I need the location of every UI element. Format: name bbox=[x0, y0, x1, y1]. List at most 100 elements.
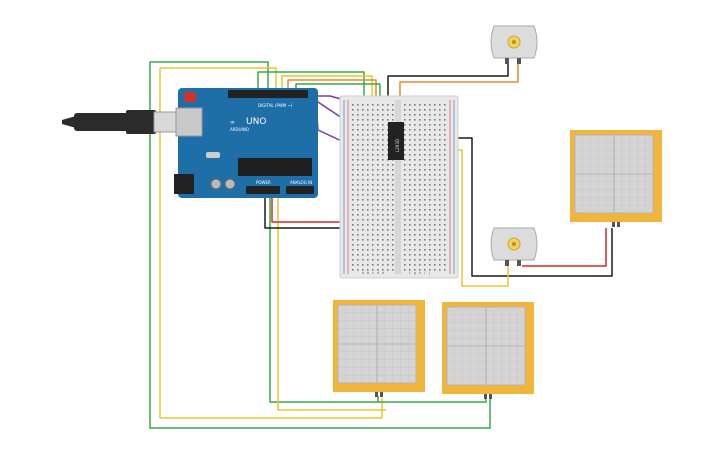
breadboard-hole[interactable] bbox=[444, 169, 446, 171]
breadboard-hole[interactable] bbox=[409, 254, 411, 256]
breadboard-hole[interactable] bbox=[414, 164, 416, 166]
breadboard-hole[interactable] bbox=[357, 254, 359, 256]
breadboard-hole[interactable] bbox=[404, 224, 406, 226]
breadboard-hole[interactable] bbox=[362, 164, 364, 166]
breadboard-hole[interactable] bbox=[357, 139, 359, 141]
breadboard-hole[interactable] bbox=[387, 114, 389, 116]
breadboard-hole[interactable] bbox=[409, 139, 411, 141]
breadboard-hole[interactable] bbox=[419, 234, 421, 236]
breadboard-hole[interactable] bbox=[392, 104, 394, 106]
breadboard-hole[interactable] bbox=[392, 219, 394, 221]
breadboard-hole[interactable] bbox=[352, 229, 354, 231]
breadboard-hole[interactable] bbox=[392, 189, 394, 191]
breadboard-hole[interactable] bbox=[444, 189, 446, 191]
breadboard-hole[interactable] bbox=[362, 194, 364, 196]
breadboard-hole[interactable] bbox=[387, 204, 389, 206]
breadboard-hole[interactable] bbox=[372, 209, 374, 211]
breadboard-hole[interactable] bbox=[419, 244, 421, 246]
breadboard-hole[interactable] bbox=[404, 134, 406, 136]
wire-red-right[interactable] bbox=[522, 228, 607, 267]
breadboard-hole[interactable] bbox=[424, 264, 426, 266]
breadboard-hole[interactable] bbox=[357, 269, 359, 271]
breadboard-hole[interactable] bbox=[424, 194, 426, 196]
breadboard-hole[interactable] bbox=[414, 239, 416, 241]
breadboard-hole[interactable] bbox=[357, 159, 359, 161]
breadboard-hole[interactable] bbox=[362, 144, 364, 146]
breadboard-hole[interactable] bbox=[367, 124, 369, 126]
breadboard-hole[interactable] bbox=[434, 179, 436, 181]
breadboard-hole[interactable] bbox=[419, 189, 421, 191]
breadboard-hole[interactable] bbox=[372, 269, 374, 271]
breadboard-hole[interactable] bbox=[352, 254, 354, 256]
breadboard-hole[interactable] bbox=[424, 159, 426, 161]
breadboard-hole[interactable] bbox=[372, 104, 374, 106]
breadboard-hole[interactable] bbox=[372, 229, 374, 231]
breadboard-hole[interactable] bbox=[429, 114, 431, 116]
breadboard-hole[interactable] bbox=[352, 249, 354, 251]
breadboard-hole[interactable] bbox=[382, 269, 384, 271]
breadboard-hole[interactable] bbox=[444, 244, 446, 246]
breadboard-hole[interactable] bbox=[404, 139, 406, 141]
breadboard-hole[interactable] bbox=[387, 214, 389, 216]
breadboard-hole[interactable] bbox=[352, 264, 354, 266]
breadboard-hole[interactable] bbox=[419, 214, 421, 216]
breadboard-hole[interactable] bbox=[362, 214, 364, 216]
breadboard-hole[interactable] bbox=[362, 254, 364, 256]
breadboard-hole[interactable] bbox=[419, 264, 421, 266]
breadboard-hole[interactable] bbox=[414, 269, 416, 271]
dc-motor-top[interactable] bbox=[490, 25, 538, 64]
breadboard-hole[interactable] bbox=[357, 214, 359, 216]
breadboard-hole[interactable] bbox=[419, 199, 421, 201]
breadboard-hole[interactable] bbox=[414, 119, 416, 121]
breadboard-hole[interactable] bbox=[404, 209, 406, 211]
breadboard-hole[interactable] bbox=[392, 109, 394, 111]
breadboard-hole[interactable] bbox=[382, 124, 384, 126]
breadboard-hole[interactable] bbox=[414, 114, 416, 116]
breadboard-hole[interactable] bbox=[367, 174, 369, 176]
breadboard-hole[interactable] bbox=[392, 164, 394, 166]
breadboard-hole[interactable] bbox=[352, 194, 354, 196]
sensor-terminal-1[interactable] bbox=[612, 222, 615, 227]
breadboard-hole[interactable] bbox=[414, 244, 416, 246]
breadboard-hole[interactable] bbox=[392, 209, 394, 211]
breadboard-hole[interactable] bbox=[434, 194, 436, 196]
breadboard-hole[interactable] bbox=[377, 154, 379, 156]
motor-middle-terminal-1[interactable] bbox=[505, 260, 509, 266]
breadboard-hole[interactable] bbox=[409, 119, 411, 121]
breadboard-hole[interactable] bbox=[362, 204, 364, 206]
breadboard-hole[interactable] bbox=[362, 234, 364, 236]
breadboard-hole[interactable] bbox=[404, 264, 406, 266]
breadboard-hole[interactable] bbox=[382, 189, 384, 191]
breadboard-hole[interactable] bbox=[409, 109, 411, 111]
breadboard-hole[interactable] bbox=[352, 239, 354, 241]
breadboard-hole[interactable] bbox=[367, 224, 369, 226]
breadboard-hole[interactable] bbox=[429, 229, 431, 231]
breadboard-hole[interactable] bbox=[362, 209, 364, 211]
breadboard-hole[interactable] bbox=[367, 234, 369, 236]
breadboard-hole[interactable] bbox=[414, 199, 416, 201]
breadboard-hole[interactable] bbox=[404, 219, 406, 221]
breadboard-hole[interactable] bbox=[362, 239, 364, 241]
breadboard-hole[interactable] bbox=[352, 224, 354, 226]
breadboard-hole[interactable] bbox=[357, 149, 359, 151]
breadboard-hole[interactable] bbox=[367, 129, 369, 131]
breadboard-hole[interactable] bbox=[444, 164, 446, 166]
breadboard-hole[interactable] bbox=[434, 239, 436, 241]
breadboard-hole[interactable] bbox=[419, 179, 421, 181]
breadboard-hole[interactable] bbox=[357, 244, 359, 246]
breadboard-hole[interactable] bbox=[444, 174, 446, 176]
breadboard-hole[interactable] bbox=[434, 229, 436, 231]
breadboard-hole[interactable] bbox=[419, 204, 421, 206]
breadboard-hole[interactable] bbox=[352, 189, 354, 191]
wire-orange-top[interactable] bbox=[287, 79, 377, 110]
breadboard-hole[interactable] bbox=[387, 199, 389, 201]
breadboard-hole[interactable] bbox=[387, 179, 389, 181]
breadboard-hole[interactable] bbox=[424, 254, 426, 256]
breadboard-hole[interactable] bbox=[377, 179, 379, 181]
breadboard-hole[interactable] bbox=[372, 164, 374, 166]
breadboard-hole[interactable] bbox=[372, 219, 374, 221]
reset-button[interactable] bbox=[184, 92, 196, 102]
breadboard-hole[interactable] bbox=[414, 209, 416, 211]
breadboard-hole[interactable] bbox=[382, 264, 384, 266]
breadboard-hole[interactable] bbox=[409, 209, 411, 211]
